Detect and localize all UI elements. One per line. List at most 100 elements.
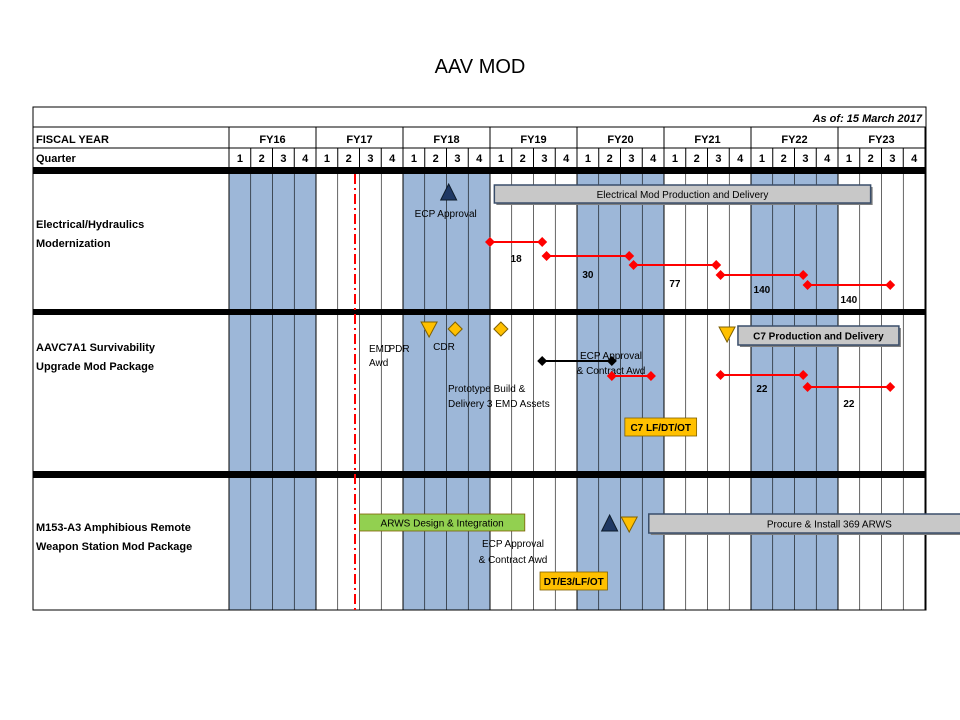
delivery-quantity: 22 bbox=[843, 399, 855, 410]
milestone-label: ECP Approval bbox=[580, 351, 642, 362]
quarter-header: 4 bbox=[389, 153, 396, 165]
ecp-approval-triangle-icon bbox=[600, 513, 619, 532]
quarter-header: 2 bbox=[433, 153, 439, 165]
quarter-header: 2 bbox=[346, 153, 352, 165]
as-of-date: As of: 15 March 2017 bbox=[812, 113, 923, 125]
delivery-diamond bbox=[624, 251, 635, 261]
milestone-label: Awd bbox=[369, 358, 388, 369]
task-bar bbox=[539, 571, 608, 591]
contract-award-triangle-icon bbox=[620, 516, 639, 534]
row-label: Electrical/Hydraulics bbox=[36, 219, 144, 231]
activity-diamond bbox=[606, 356, 617, 366]
delivery-diamond bbox=[798, 370, 809, 380]
delivery-diamond bbox=[715, 370, 726, 380]
fiscal-year-header: FY19 bbox=[520, 134, 546, 146]
quarter-label: Quarter bbox=[36, 153, 76, 165]
task-bar bbox=[359, 513, 526, 532]
milestone-label: & Contract Awd bbox=[577, 366, 646, 377]
quarter-header: 1 bbox=[672, 153, 678, 165]
quarter-header: 4 bbox=[563, 153, 570, 165]
fiscal-year-label: FISCAL YEAR bbox=[36, 134, 109, 146]
delivery-quantity: 140 bbox=[841, 295, 858, 306]
task-bar bbox=[624, 417, 698, 437]
task-bar bbox=[737, 325, 900, 346]
quarter-header: 1 bbox=[759, 153, 765, 165]
delivery-quantity: 77 bbox=[669, 279, 681, 290]
quarter-header: 3 bbox=[280, 153, 286, 165]
delivery-diamond bbox=[537, 237, 548, 247]
table-frame bbox=[32, 106, 927, 611]
quarter-header: 2 bbox=[868, 153, 874, 165]
slide-title: AAV MOD bbox=[434, 56, 526, 78]
activity-label: Delivery 3 EMD Assets bbox=[448, 399, 550, 410]
pdr-diamond-icon bbox=[447, 321, 463, 337]
task-bar-label: C7 LF/DT/OT bbox=[630, 423, 691, 434]
row-separator bbox=[33, 309, 926, 315]
delivery-diamond bbox=[485, 237, 495, 247]
quarter-header: 2 bbox=[520, 153, 526, 165]
row-separator bbox=[33, 471, 926, 478]
milestone-label: CDR bbox=[433, 342, 455, 353]
quarter-header: 4 bbox=[302, 153, 309, 165]
quarter-header: 1 bbox=[846, 153, 852, 165]
quarter-header: 4 bbox=[650, 153, 657, 165]
quarter-header: 1 bbox=[498, 153, 504, 165]
quarter-header: 4 bbox=[824, 153, 831, 165]
quarter-header: 2 bbox=[781, 153, 787, 165]
emd-award-triangle-icon bbox=[420, 321, 438, 339]
delivery-diamond bbox=[798, 270, 809, 280]
header-separator bbox=[33, 167, 926, 174]
fiscal-year-header: FY16 bbox=[259, 134, 285, 146]
quarter-header: 1 bbox=[411, 153, 417, 165]
delivery-diamond bbox=[541, 251, 552, 261]
fiscal-year-header: FY23 bbox=[868, 134, 894, 146]
quarter-header: 3 bbox=[367, 153, 373, 165]
delivery-diamond bbox=[645, 371, 656, 381]
fiscal-year-header: FY18 bbox=[433, 134, 459, 146]
milestone-label: PDR bbox=[388, 344, 409, 355]
row-label: M153-A3 Amphibious Remote bbox=[36, 522, 191, 534]
row-label: Modernization bbox=[36, 238, 111, 250]
quarter-header: 3 bbox=[454, 153, 460, 165]
task-bar-label: DT/E3/LF/OT bbox=[544, 577, 604, 588]
quarter-header: 3 bbox=[715, 153, 721, 165]
delivery-diamond bbox=[715, 270, 726, 280]
quarter-header: 3 bbox=[541, 153, 547, 165]
task-bar bbox=[648, 513, 960, 534]
task-bar-label: Procure & Install 369 ARWS bbox=[767, 520, 892, 531]
quarter-header: 1 bbox=[585, 153, 591, 165]
quarter-header: 3 bbox=[802, 153, 808, 165]
delivery-diamond bbox=[885, 280, 896, 290]
fiscal-year-header: FY21 bbox=[694, 134, 720, 146]
activity-diamond bbox=[537, 356, 548, 366]
row-label: AAVC7A1 Survivability bbox=[36, 342, 156, 354]
milestone-label: ECP Approval bbox=[482, 539, 544, 550]
task-bar bbox=[493, 184, 872, 204]
quarter-header: 4 bbox=[911, 153, 918, 165]
milestone-label: ECP Approval bbox=[415, 209, 477, 220]
delivery-quantity: 140 bbox=[754, 285, 771, 296]
delivery-quantity: 18 bbox=[511, 254, 523, 265]
fiscal-year-header: FY22 bbox=[781, 134, 807, 146]
quarter-header: 3 bbox=[628, 153, 634, 165]
quarter-header: 4 bbox=[737, 153, 744, 165]
row-label: Upgrade Mod Package bbox=[36, 361, 154, 373]
fiscal-year-header: FY17 bbox=[346, 134, 372, 146]
task-bar-label: ARWS Design & Integration bbox=[381, 519, 504, 530]
quarter-header: 1 bbox=[324, 153, 330, 165]
cdr-diamond-icon bbox=[493, 321, 509, 337]
delivery-diamond bbox=[885, 382, 896, 392]
quarter-header: 2 bbox=[259, 153, 265, 165]
delivery-diamond bbox=[802, 280, 813, 290]
delivery-diamond bbox=[628, 260, 639, 270]
milestone-label: EMD bbox=[369, 344, 391, 355]
ecp-approval-triangle-icon bbox=[718, 326, 736, 344]
ecp-approval-triangle-icon bbox=[439, 182, 458, 201]
task-bar-label: C7 Production and Delivery bbox=[753, 332, 884, 343]
delivery-quantity: 30 bbox=[582, 270, 594, 281]
delivery-diamond bbox=[606, 371, 617, 381]
milestone-label: & Contract Awd bbox=[479, 555, 548, 566]
row-label: Weapon Station Mod Package bbox=[36, 541, 192, 553]
task-bar-label: Electrical Mod Production and Delivery bbox=[597, 190, 769, 201]
